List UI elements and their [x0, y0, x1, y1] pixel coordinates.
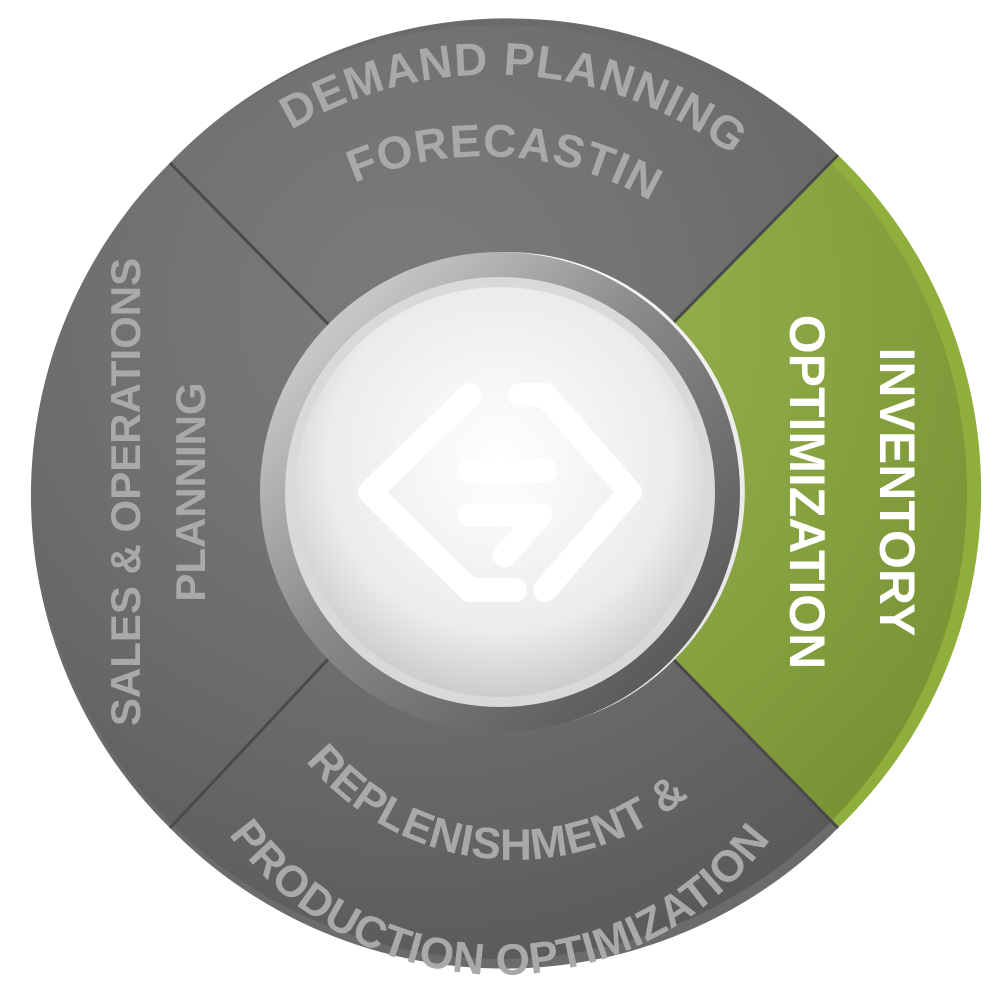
- segment-divider: [168, 161, 334, 330]
- segment-divider: [672, 153, 840, 324]
- label-inventory-line-1: INVENTORY: [869, 348, 925, 637]
- segment-divider: [168, 653, 334, 830]
- hub-disc: [295, 287, 705, 697]
- segment-divider: [672, 658, 840, 830]
- label-sop-line-1: SALES & OPERATIONS: [102, 258, 149, 726]
- label-sop-line-2: PLANNING: [167, 382, 214, 601]
- g-diamond-logo-icon: [358, 383, 642, 602]
- label-inventory-line-2: OPTIMIZATION: [779, 315, 835, 670]
